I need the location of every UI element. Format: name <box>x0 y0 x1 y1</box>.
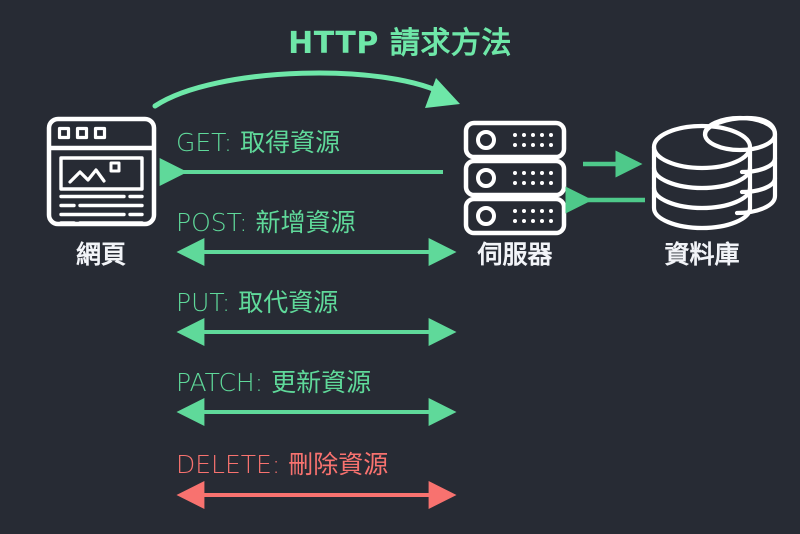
page-title: HTTP 請求方法 <box>288 26 512 61</box>
method-label-post: POST: 新增資源 <box>176 208 356 237</box>
curved-arrow-icon <box>152 70 460 109</box>
database-cylinder-icon <box>651 115 778 231</box>
method-label-put: PUT: 取代資源 <box>176 288 339 317</box>
method-label-delete: DELETE: 刪除資源 <box>176 450 389 479</box>
browser-window-icon <box>46 116 157 227</box>
node-label-server: 伺服器 <box>477 240 553 269</box>
node-label-database: 資料庫 <box>664 240 740 269</box>
method-label-patch: PATCH: 更新資源 <box>176 368 372 397</box>
node-label-web: 網頁 <box>75 240 126 269</box>
server-rack-icon <box>463 120 567 236</box>
method-label-get: GET: 取得資源 <box>176 128 341 157</box>
